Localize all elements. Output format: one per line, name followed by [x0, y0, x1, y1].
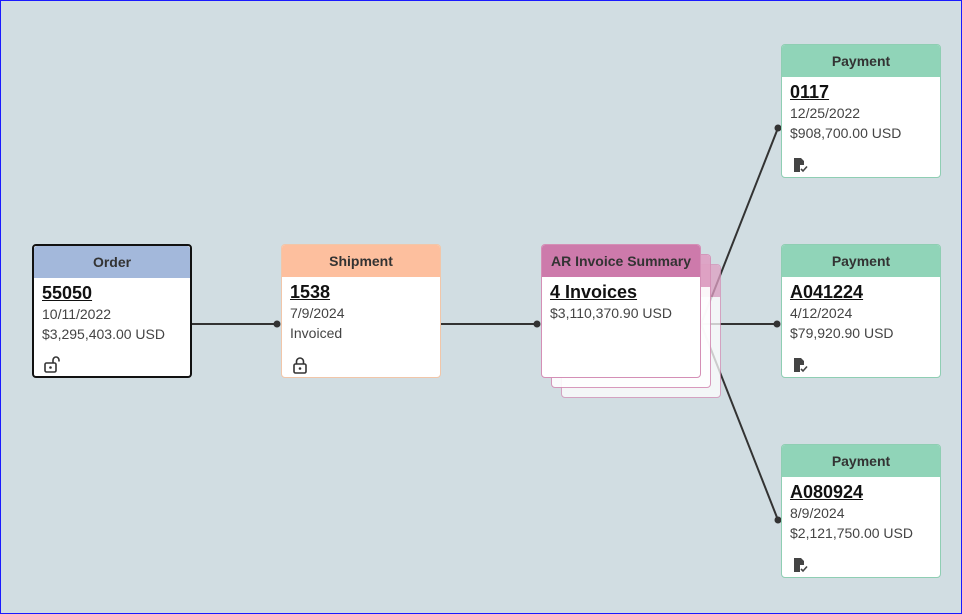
shipment-status: Invoiced [290, 325, 343, 341]
ar-invoice-summary-card[interactable]: AR Invoice Summary 4 Invoices $3,110,370… [541, 244, 701, 378]
order-id-link[interactable]: 55050 [42, 283, 93, 303]
shipment-id-link[interactable]: 1538 [290, 282, 331, 302]
ar-invoice-summary-title: AR Invoice Summary [542, 245, 700, 277]
payment-card[interactable]: Payment 0117 12/25/2022 $908,700.00 USD [781, 44, 941, 178]
payment-id-link[interactable]: A080924 [790, 482, 864, 502]
unlock-icon [44, 356, 60, 373]
order-card[interactable]: Order 55050 10/11/2022 $3,295,403.00 USD [32, 244, 192, 378]
payment-id-link[interactable]: A041224 [790, 282, 864, 302]
connector-dot [533, 320, 541, 328]
lock-icon [293, 357, 307, 374]
payment-card[interactable]: Payment A041224 4/12/2024 $79,920.90 USD [781, 244, 941, 378]
payment-card[interactable]: Payment A080924 8/9/2024 $2,121,750.00 U… [781, 444, 941, 578]
payment-date: 12/25/2022 [790, 105, 861, 121]
payment-amount: $908,700.00 USD [790, 125, 902, 141]
connector-dot [773, 320, 781, 328]
shipment-card-title: Shipment [282, 245, 440, 277]
connector-dot [774, 516, 782, 524]
payment-date: 8/9/2024 [790, 505, 845, 521]
connector-dot [273, 320, 281, 328]
document-check-icon [794, 358, 808, 373]
payment-amount: $79,920.90 USD [790, 325, 894, 341]
document-check-icon [794, 558, 808, 573]
order-date: 10/11/2022 [42, 306, 112, 322]
shipment-card[interactable]: Shipment 1538 7/9/2024 Invoiced [281, 244, 441, 378]
payment-card-title: Payment [782, 45, 940, 77]
payment-date: 4/12/2024 [790, 305, 853, 321]
payment-card-title: Payment [782, 245, 940, 277]
payment-card-title: Payment [782, 445, 940, 477]
ar-invoice-amount: $3,110,370.90 USD [550, 305, 672, 321]
connector-dot [774, 124, 782, 132]
order-amount: $3,295,403.00 USD [42, 326, 165, 342]
payment-id-link[interactable]: 0117 [790, 82, 830, 102]
document-check-icon [794, 158, 808, 173]
order-card-title: Order [34, 246, 190, 278]
shipment-date: 7/9/2024 [290, 305, 345, 321]
payment-amount: $2,121,750.00 USD [790, 525, 913, 541]
ar-invoice-count-link[interactable]: 4 Invoices [550, 282, 638, 302]
